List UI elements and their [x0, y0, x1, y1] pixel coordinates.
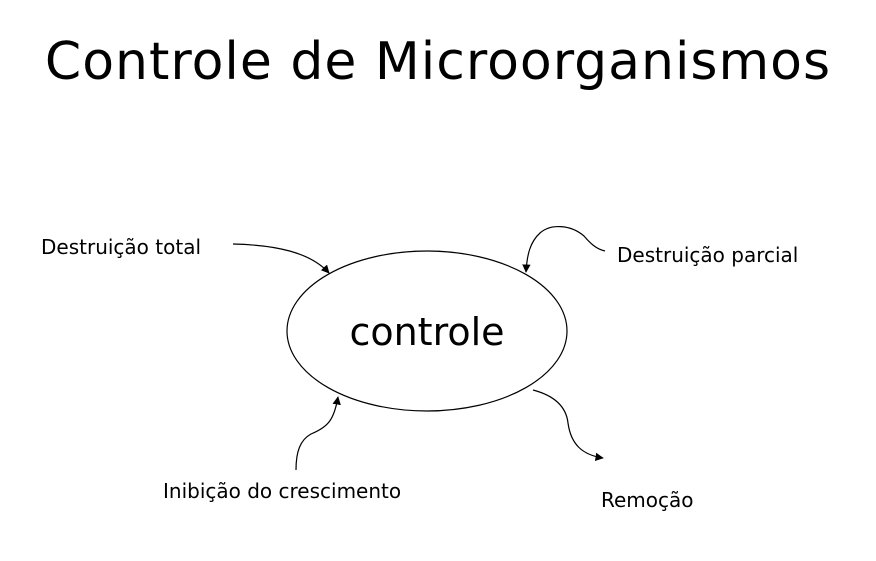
arrow-destruicao-total	[232, 243, 330, 274]
center-label: controle	[349, 310, 504, 354]
label-remocao: Remoção	[601, 488, 694, 512]
label-destruicao-total: Destruição total	[41, 235, 201, 259]
arrow-inibicao-crescimento	[295, 396, 341, 471]
page-title: Controle de Microorganismos	[44, 32, 832, 92]
center-ellipse	[286, 250, 568, 412]
label-inibicao-crescimento: Inibição do crescimento	[163, 479, 401, 503]
arrow-remocao	[532, 389, 604, 462]
label-destruicao-parcial: Destruição parcial	[617, 243, 798, 267]
arrow-destruicao-parcial	[522, 226, 606, 273]
